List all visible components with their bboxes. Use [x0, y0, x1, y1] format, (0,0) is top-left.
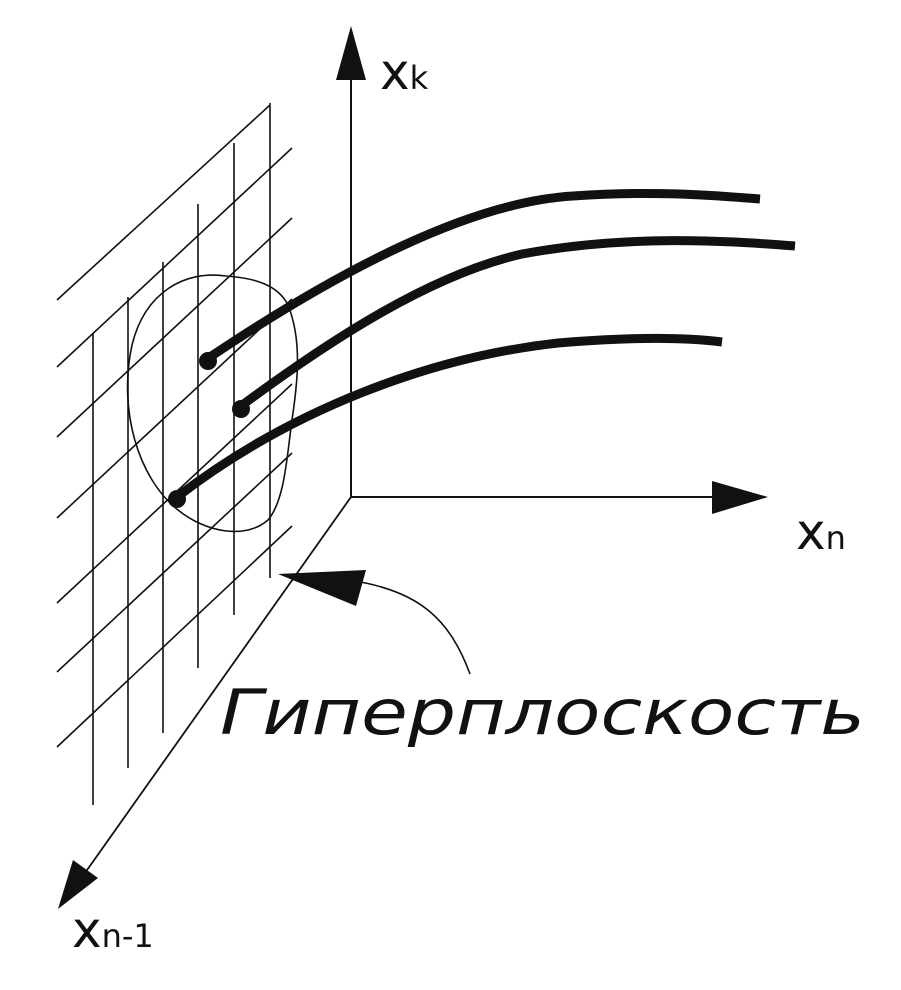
- grid-diagonal-line: [56, 147, 293, 368]
- trajectory-start-point: [199, 352, 217, 370]
- axis-label-k-sub: k: [410, 59, 429, 97]
- trajectories: [174, 188, 796, 501]
- axis-label-k: xk: [380, 43, 429, 101]
- axis-label-n-minus-1: xn-1: [72, 901, 154, 959]
- trajectory-start-point: [168, 490, 186, 508]
- vertical-axis-arrowhead: [336, 26, 366, 80]
- axis-label-n: xn: [796, 503, 846, 561]
- trajectory-start-point: [232, 400, 250, 418]
- grid-diagonal-line: [56, 525, 293, 748]
- grid-diagonal-line: [56, 298, 293, 519]
- axis-label-k-var: x: [380, 43, 410, 101]
- axis-label-n-var: x: [796, 503, 826, 561]
- axis-label-n-sub: n: [826, 519, 846, 557]
- depth-axis-arrowhead: [58, 860, 98, 909]
- trajectory-curve-middle: [238, 236, 796, 410]
- depth-axis: [79, 496, 352, 881]
- axis-label-n-minus-1-sub: n-1: [102, 917, 154, 955]
- initial-region-outline: [126, 274, 299, 533]
- grid-diagonal-line: [56, 217, 293, 438]
- hyperplane-grid: [56, 103, 293, 805]
- hyperplane-pointer-line: [347, 579, 471, 675]
- trajectory-curve-upper: [207, 188, 761, 361]
- axis-label-n-minus-1-var: x: [72, 901, 102, 959]
- hyperplane-caption: Гиперплоскость: [220, 676, 865, 749]
- trajectory-curve-lower: [174, 333, 723, 501]
- trajectory-start-points: [168, 352, 250, 508]
- grid-diagonal-line: [56, 452, 293, 673]
- grid-diagonal-line: [56, 104, 271, 301]
- horizontal-axis-arrowhead: [712, 481, 768, 514]
- axes: [58, 26, 768, 909]
- hyperplane-pointer-arrowhead: [278, 570, 366, 606]
